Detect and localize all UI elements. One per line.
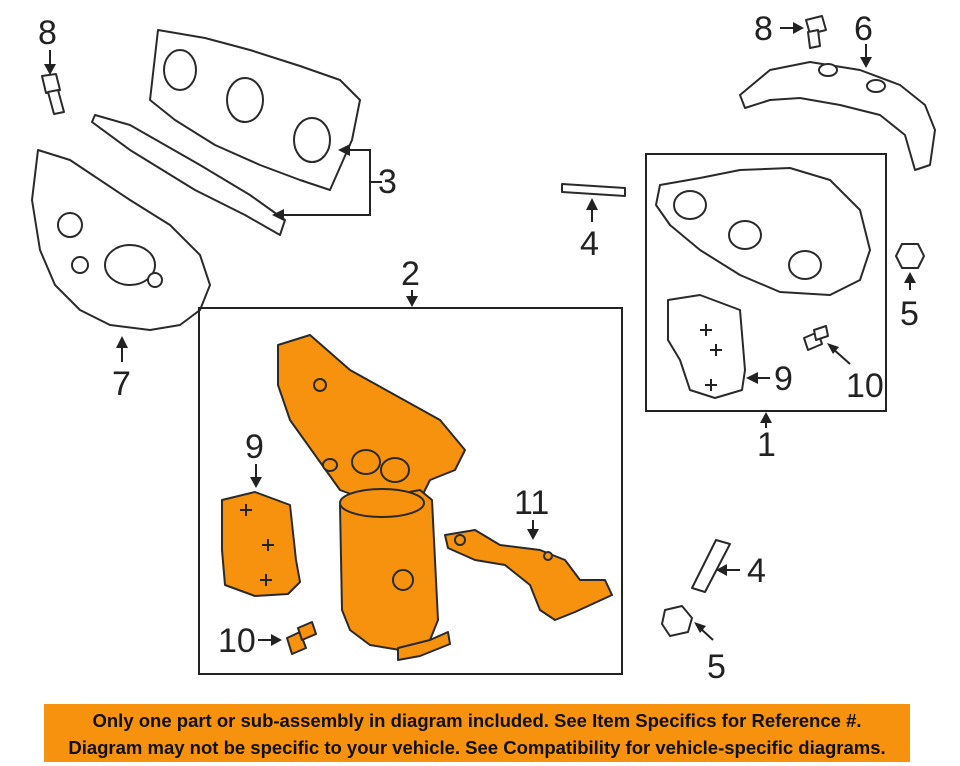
bolt-left	[41, 73, 65, 115]
manifold-gasket-strip	[91, 114, 286, 236]
notice-line-1: Only one part or sub-assembly in diagram…	[92, 710, 862, 731]
manifold-assembly-outline	[655, 167, 871, 296]
assembly-2-box	[198, 307, 623, 675]
callout-3: 3	[378, 163, 397, 201]
nut-lower	[661, 605, 693, 637]
callout-10-left: 10	[218, 622, 256, 660]
manifold-gasket	[149, 29, 361, 191]
stud-upper	[561, 183, 626, 197]
callout-9-left: 9	[245, 428, 264, 466]
converter-clamp-small	[667, 294, 746, 399]
bolt-box	[803, 325, 829, 351]
assembly-1-box	[645, 153, 887, 412]
callout-2: 2	[401, 255, 420, 293]
callout-5-upper: 5	[900, 295, 919, 333]
notice-banner: Only one part or sub-assembly in diagram…	[44, 704, 910, 762]
heat-shield-upper	[739, 61, 936, 171]
callout-6: 6	[854, 10, 873, 48]
stud-lower	[691, 539, 731, 593]
nut-upper	[895, 243, 925, 269]
callout-8-left: 8	[38, 14, 57, 52]
parts-diagram: 3 8 7 8 6 4	[31, 10, 936, 686]
converter-clamp	[221, 491, 301, 597]
converter-bracket	[444, 529, 613, 621]
callout-1: 1	[757, 426, 776, 464]
callout-5-lower: 5	[707, 648, 726, 686]
callout-9-box: 9	[774, 360, 793, 398]
callout-10-box: 10	[846, 367, 884, 405]
callout-11: 11	[514, 484, 549, 522]
heat-shield-lower	[31, 149, 211, 331]
notice-line-2: Diagram may not be specific to your vehi…	[68, 737, 886, 758]
callout-4-upper: 4	[580, 225, 599, 263]
callout-7: 7	[112, 365, 131, 403]
callout-8-right: 8	[754, 10, 773, 48]
catalytic-converter-manifold	[277, 334, 466, 661]
callout-4-lower: 4	[747, 552, 766, 590]
bolt-highlighted	[286, 621, 317, 655]
bolt-right	[805, 15, 827, 49]
